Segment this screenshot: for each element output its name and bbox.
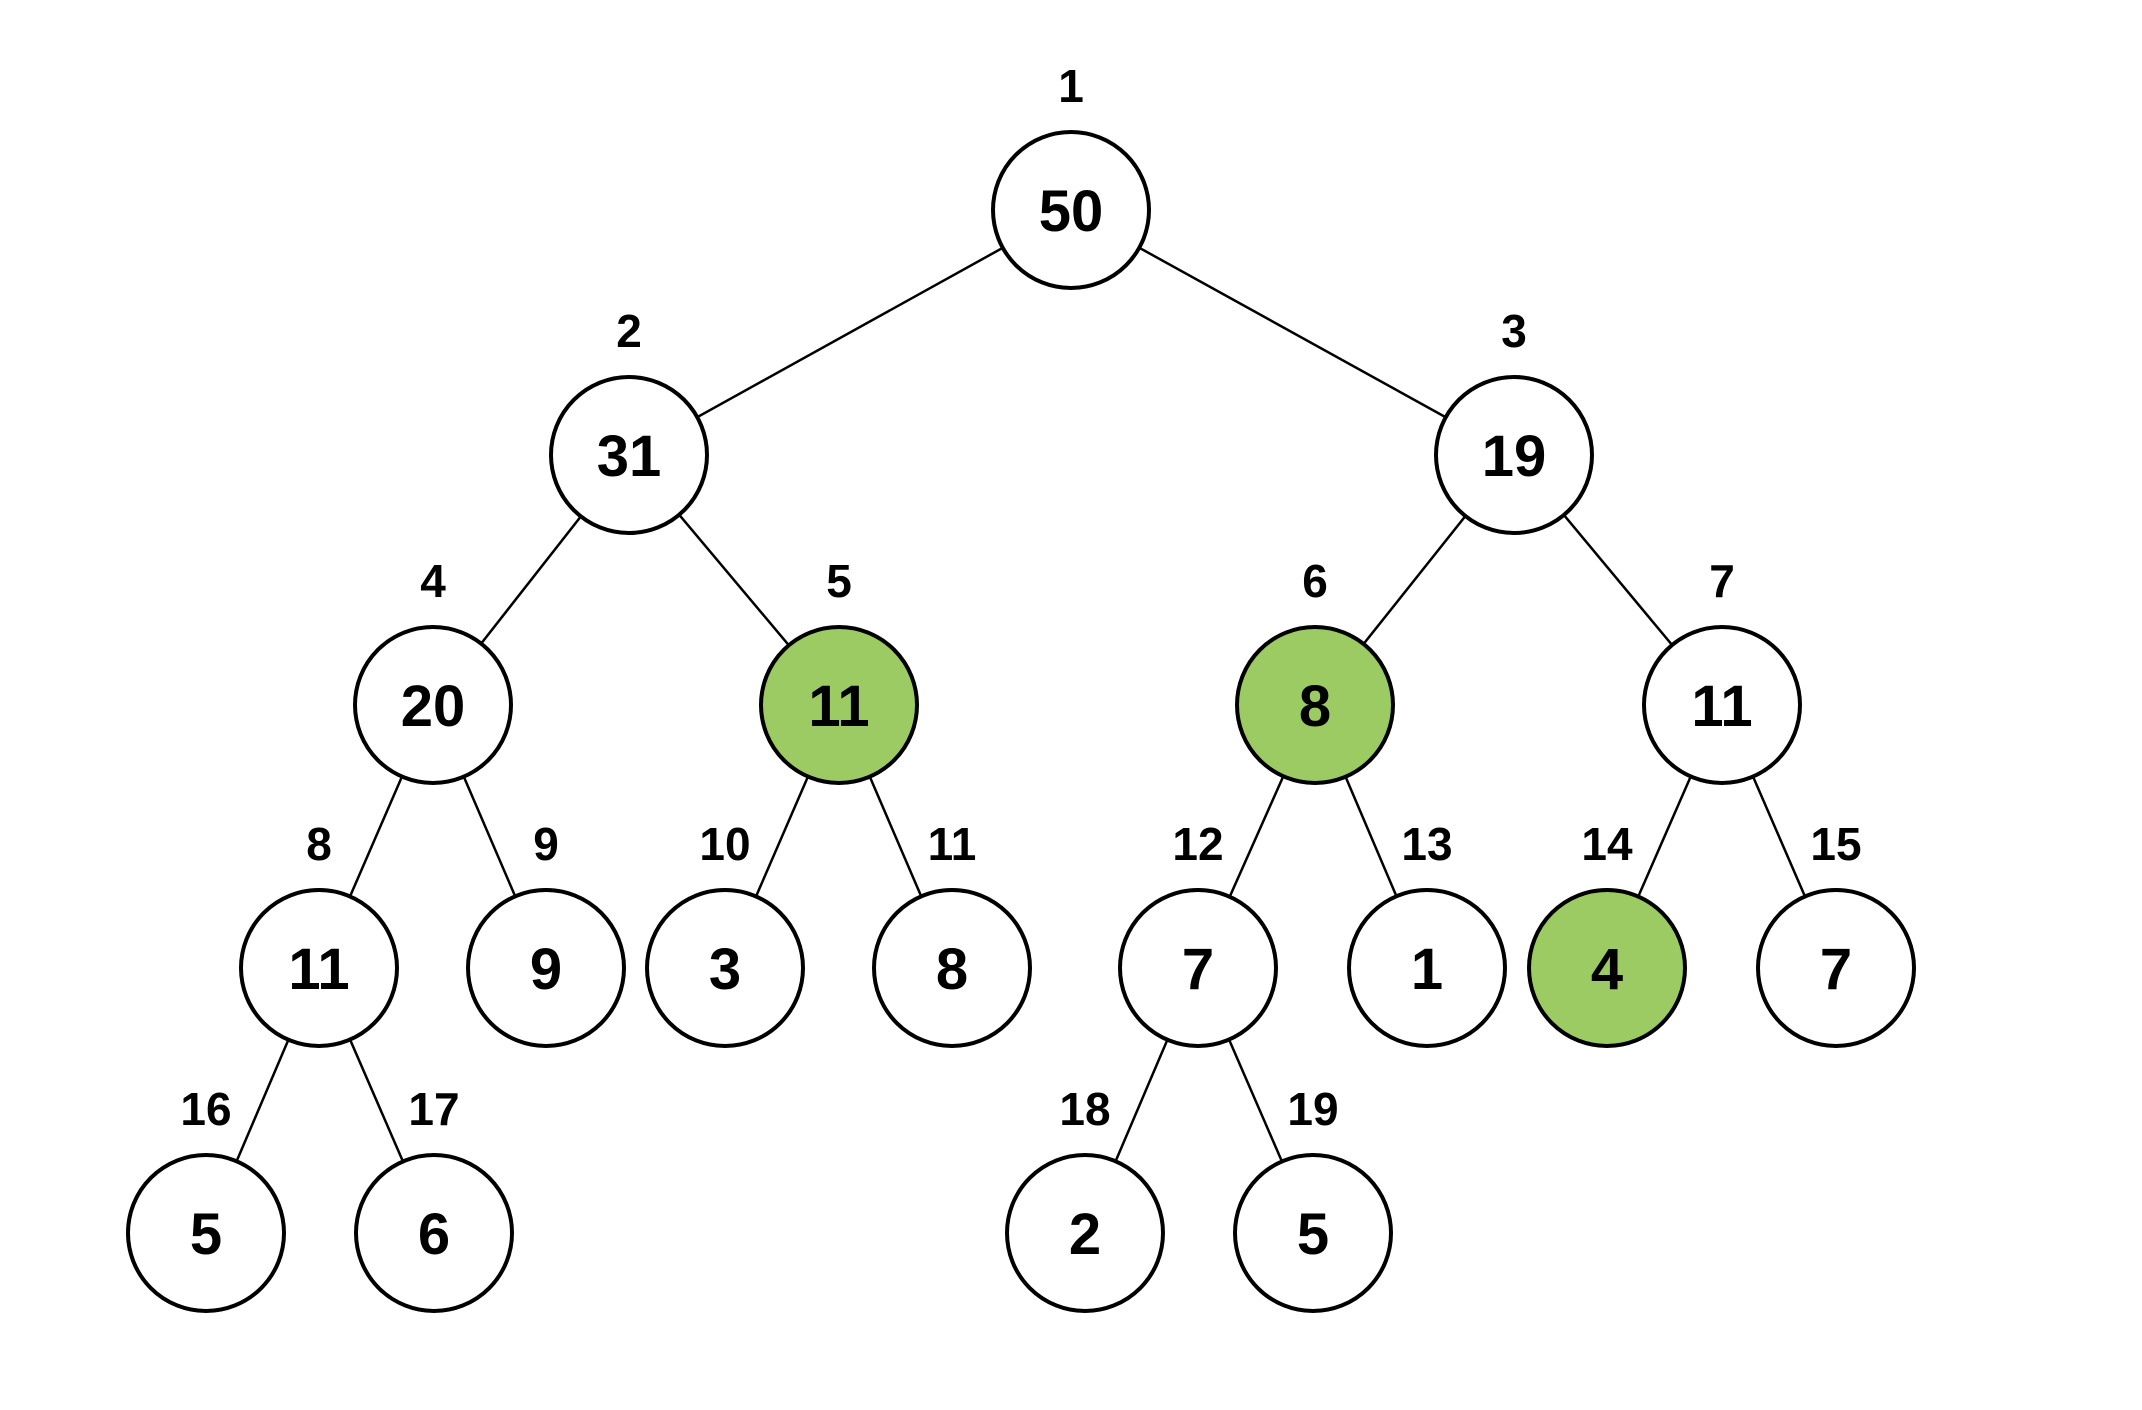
node-value: 31 (597, 424, 662, 489)
node-index-label: 10 (699, 818, 750, 870)
node-circle-highlighted (1235, 625, 1395, 785)
tree-node: 5 16 (126, 1083, 286, 1313)
node-value: 19 (1482, 424, 1547, 489)
node-index-label: 15 (1810, 818, 1861, 870)
node-value: 11 (1691, 674, 1752, 739)
tree-node: 8 11 (872, 818, 1032, 1048)
node-circle (549, 375, 709, 535)
node-circle (353, 625, 513, 785)
node-value: 5 (190, 1202, 222, 1267)
node-index-label: 12 (1172, 818, 1223, 870)
node-value: 8 (1299, 674, 1331, 739)
node-circle (1642, 625, 1802, 785)
node-index-label: 19 (1287, 1083, 1338, 1135)
tree-edge (1070, 208, 1515, 457)
tree-node: 3 10 (645, 818, 805, 1048)
node-index-label: 9 (533, 818, 559, 870)
node-index-label: 13 (1401, 818, 1452, 870)
node-circle (354, 1153, 514, 1313)
node-value: 11 (808, 674, 869, 739)
node-index-label: 11 (928, 818, 977, 870)
node-value: 50 (1039, 179, 1104, 244)
node-value: 3 (709, 937, 741, 1002)
tree-node: 1 13 (1347, 818, 1507, 1048)
node-value: 5 (1297, 1202, 1329, 1267)
tree-node: 4 14 (1527, 818, 1687, 1048)
node-index-label: 16 (180, 1083, 231, 1135)
node-value: 11 (288, 937, 349, 1002)
node-value: 1 (1411, 937, 1443, 1002)
node-index-label: 2 (616, 305, 642, 357)
tree-node: 31 2 (549, 305, 709, 535)
node-value: 2 (1069, 1202, 1101, 1267)
node-circle (1756, 888, 1916, 1048)
node-circle (645, 888, 805, 1048)
node-index-label: 18 (1059, 1083, 1110, 1135)
node-index-label: 7 (1709, 555, 1735, 607)
node-value: 7 (1182, 937, 1214, 1002)
node-index-label: 4 (420, 555, 446, 607)
node-circle (126, 1153, 286, 1313)
node-circle-highlighted (759, 625, 919, 785)
node-index-label: 6 (1302, 555, 1328, 607)
tree-node: 7 15 (1756, 818, 1916, 1048)
node-circle (872, 888, 1032, 1048)
node-index-label: 14 (1581, 818, 1633, 870)
tree-node: 7 12 (1118, 818, 1278, 1048)
node-value: 6 (418, 1202, 450, 1267)
node-index-label: 17 (408, 1083, 459, 1135)
node-value: 9 (530, 937, 562, 1002)
node-index-label: 3 (1501, 305, 1527, 357)
node-value: 7 (1820, 937, 1852, 1002)
node-value: 20 (401, 674, 466, 739)
node-circle (239, 888, 399, 1048)
node-circle (1005, 1153, 1165, 1313)
tree-node: 19 3 (1434, 305, 1594, 535)
tree-node: 50 1 (991, 60, 1151, 290)
node-circle (1347, 888, 1507, 1048)
node-circle (466, 888, 626, 1048)
node-value: 4 (1591, 937, 1623, 1002)
tree-node: 2 18 (1005, 1083, 1165, 1313)
node-index-label: 5 (826, 555, 852, 607)
tree-node: 11 7 (1642, 555, 1802, 785)
tree-node: 86 (1235, 555, 1395, 785)
node-circle (1434, 375, 1594, 535)
node-circle (991, 130, 1151, 290)
tree-node: 6 17 (354, 1083, 514, 1313)
tree-node: 99 (466, 818, 626, 1048)
tree-node: 5 19 (1233, 1083, 1393, 1313)
node-circle (1118, 888, 1278, 1048)
tree-node: 11 5 (759, 555, 919, 785)
node-index-label: 1 (1058, 60, 1084, 112)
tree-edge (628, 208, 1072, 457)
node-index-label: 8 (306, 818, 332, 870)
node-circle-highlighted (1527, 888, 1687, 1048)
tree-node: 20 4 (353, 555, 513, 785)
node-value: 8 (936, 937, 968, 1002)
nodes-layer: 5013121932041158611711899310811712113414… (126, 60, 1916, 1313)
tree-node: 11 8 (239, 818, 399, 1048)
node-circle (1233, 1153, 1393, 1313)
